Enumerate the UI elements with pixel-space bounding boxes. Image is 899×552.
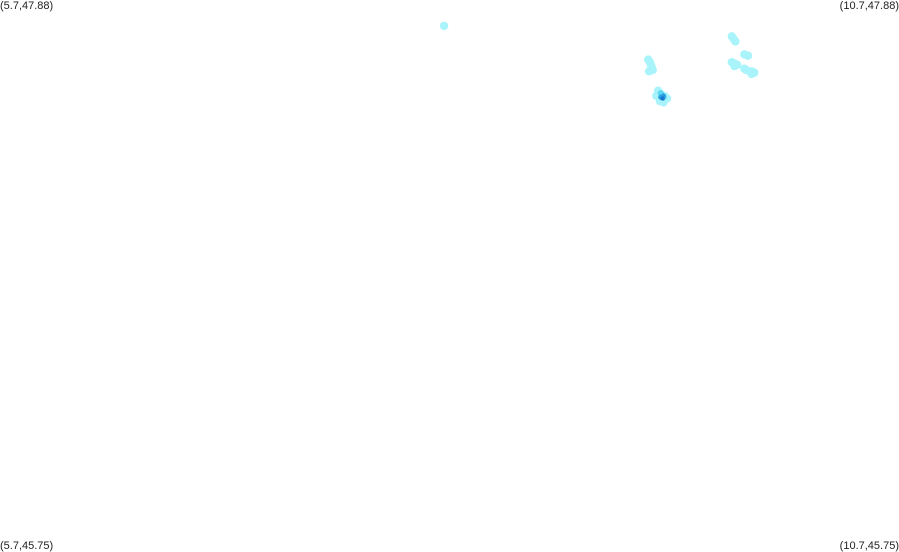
heat-blob-light bbox=[644, 67, 654, 76]
corner-label-bottom-left: (5.7,45.75) bbox=[0, 540, 54, 552]
heat-blob-darkest bbox=[660, 96, 665, 101]
corner-label-top-right: (10.7,47.88) bbox=[839, 0, 899, 12]
heat-blob-light bbox=[747, 69, 756, 79]
heat-blob-light bbox=[439, 21, 449, 31]
heat-blob-light bbox=[743, 51, 753, 60]
corner-label-bottom-right: (10.7,45.75) bbox=[839, 540, 899, 552]
heat-blob-light bbox=[731, 37, 740, 46]
heat-blob-layer bbox=[439, 21, 759, 107]
heat-blob-light bbox=[730, 61, 739, 71]
corner-label-top-left: (5.7,47.88) bbox=[0, 0, 54, 12]
